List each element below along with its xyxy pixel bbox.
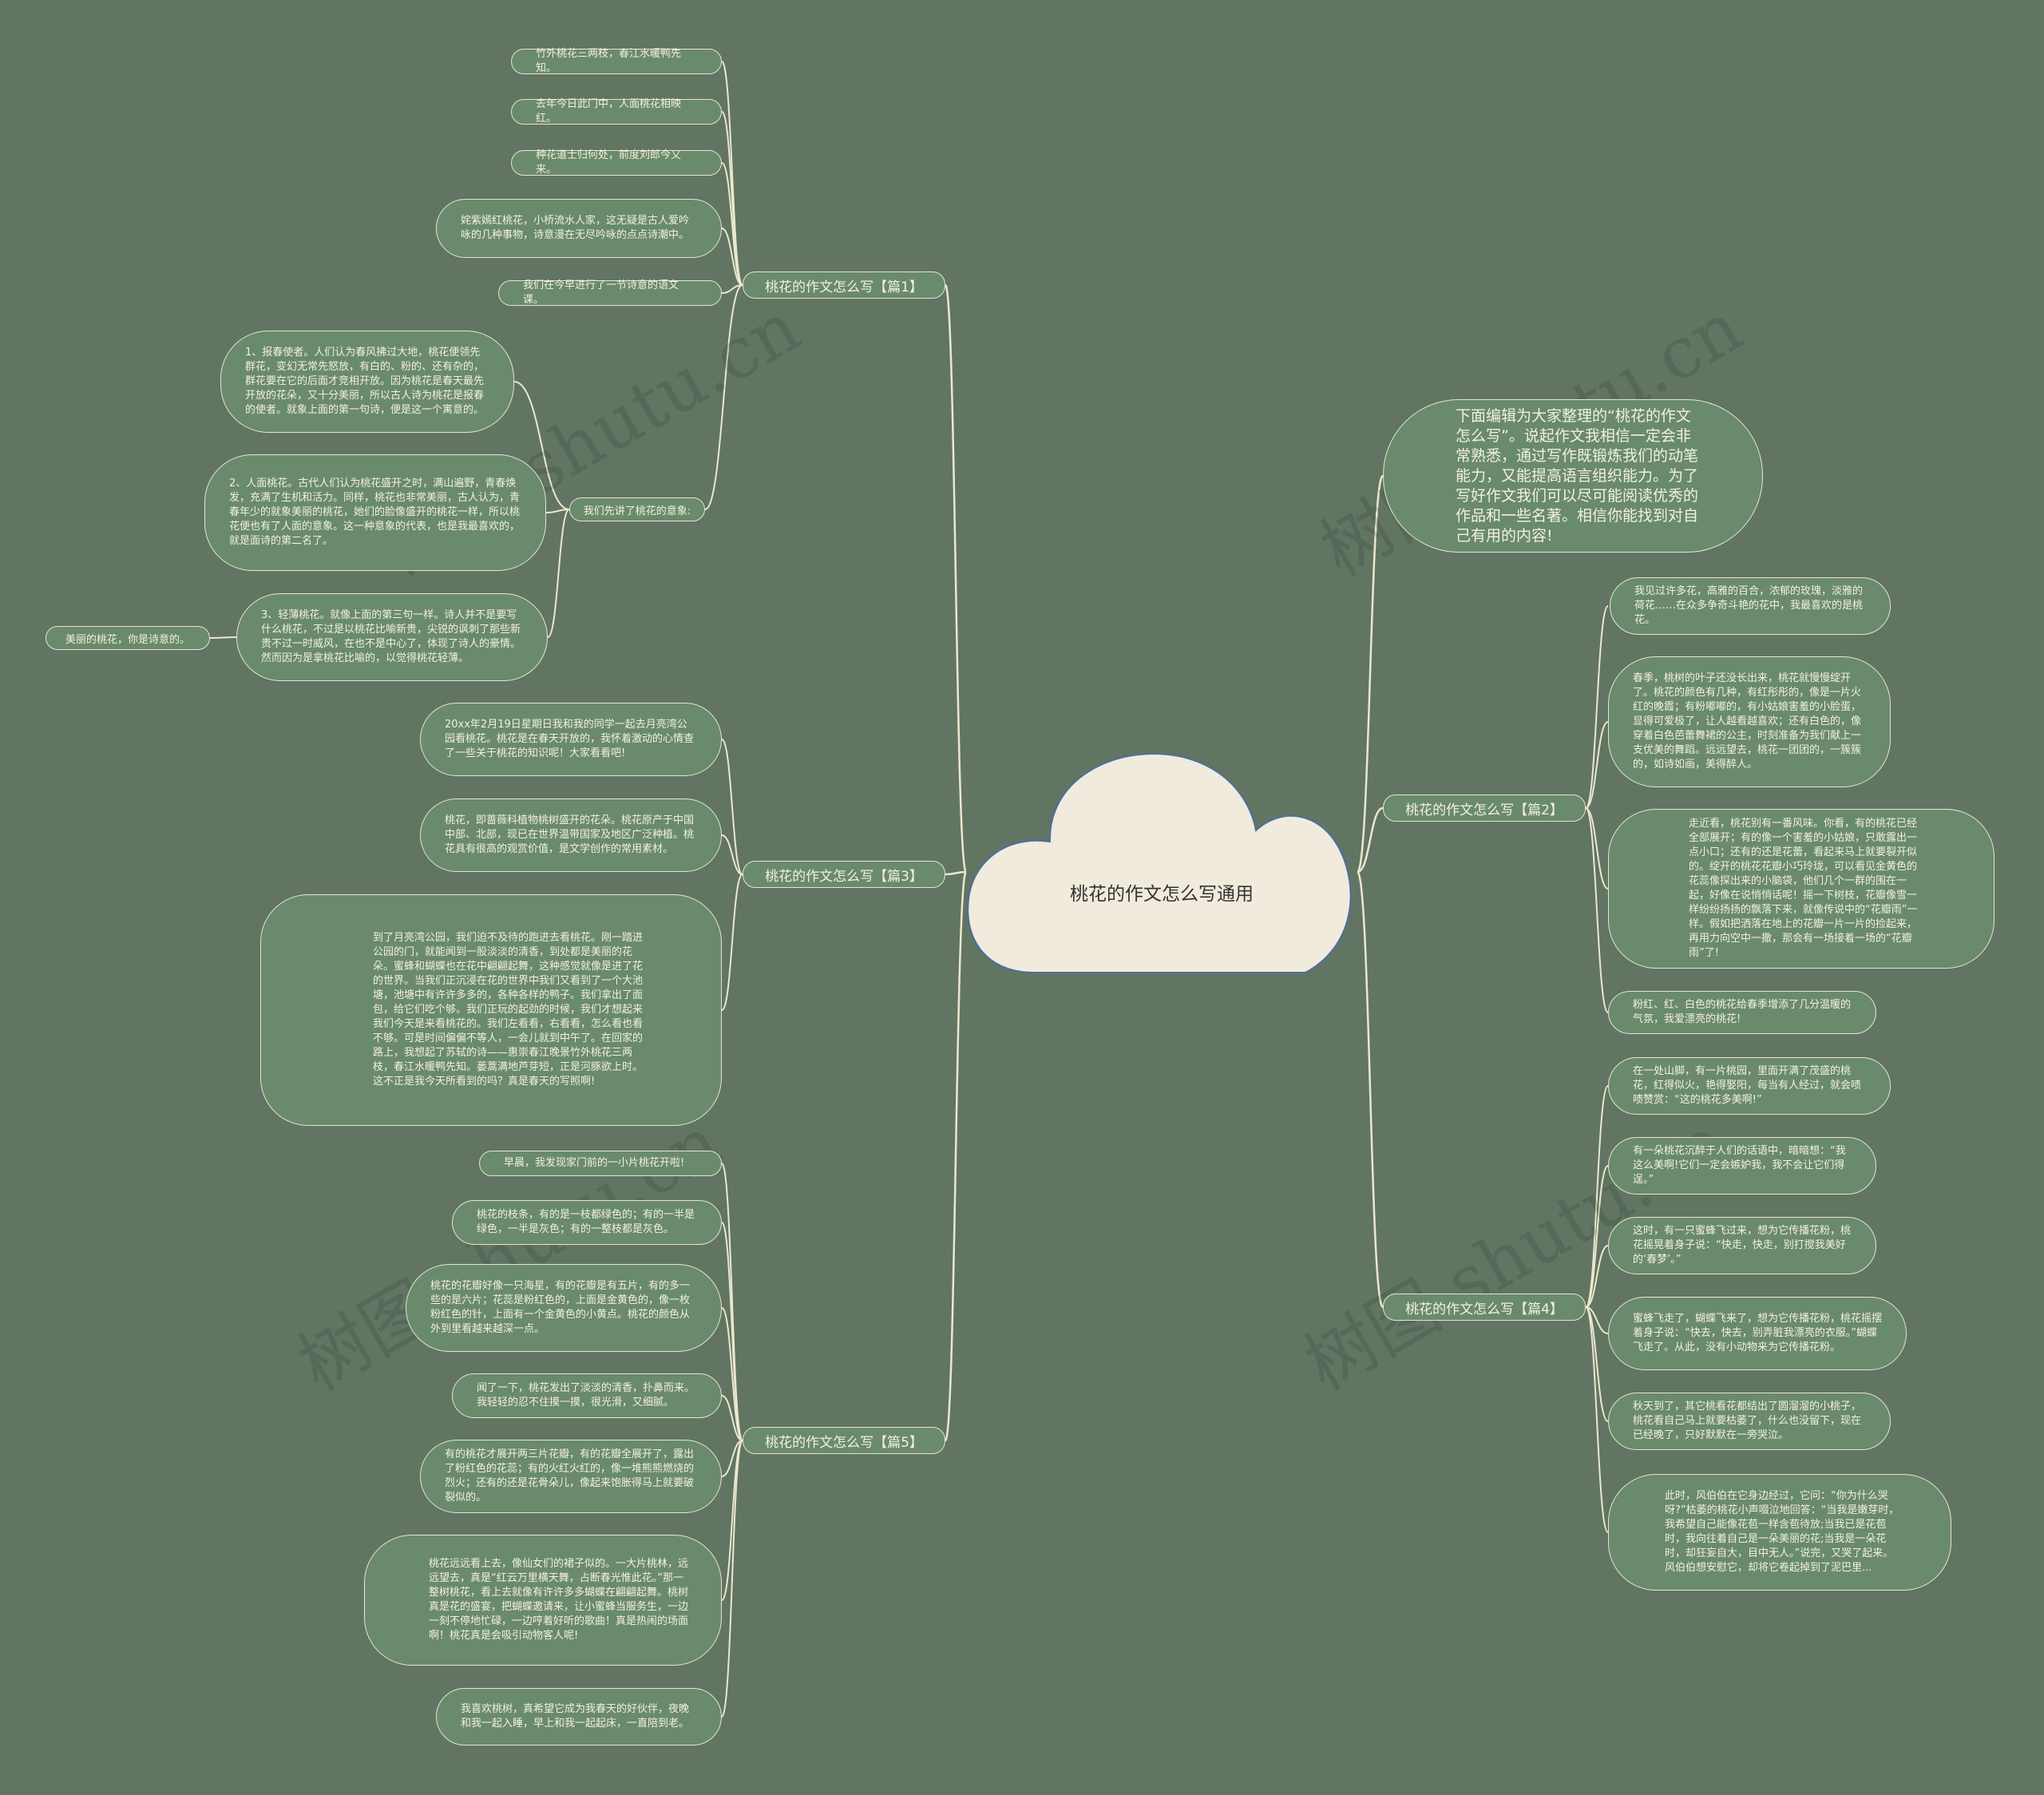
connector-line <box>1585 605 1609 809</box>
connector-line <box>945 870 967 876</box>
connector-line <box>721 1395 743 1441</box>
connector-line <box>1585 807 1609 890</box>
connector-line <box>721 1440 743 1601</box>
connector-line <box>721 874 743 1011</box>
list-item[interactable]: 我见过许多花，高雅的百合，浓郁的玫瑰，淡雅的荷花……在众多争奇斗艳的花中，我最喜… <box>1610 577 1891 635</box>
list-item[interactable]: 到了月亮湾公园，我们迫不及待的跑进去看桃花。刚一踏进公园的门，就能闻到一股淡淡的… <box>260 894 722 1126</box>
list-item[interactable]: 此时，风伯伯在它身边经过，它问：“你为什么哭呀?”枯萎的桃花小声啜泣地回答：“当… <box>1608 1474 1951 1591</box>
connector-line <box>721 228 743 286</box>
connector-line <box>721 1440 743 1477</box>
connector-line <box>547 509 570 638</box>
intro-node[interactable]: 下面编辑为大家整理的“桃花的作文怎么写”。说起作文我相信一定会非常熟悉，通过写作… <box>1383 399 1763 553</box>
list-item[interactable]: 有的桃花才展开两三片花瓣，有的花瓣全展开了，露出了粉红色的花蕊；有的火红火红的，… <box>420 1440 722 1513</box>
list-item[interactable]: 2、人面桃花。古代人们认为桃花盛开之时，满山遍野，青春焕发，充满了生机和活力。同… <box>204 454 546 571</box>
list-item[interactable]: 桃花，即蔷薇科植物桃树盛开的花朵。桃花原产于中国中部、北部，现已在世界温带国家及… <box>420 798 722 872</box>
connector-line <box>721 284 743 294</box>
connector-line <box>1585 1306 1609 1422</box>
list-item[interactable]: 桃花远远看上去，像仙女们的裙子似的。一大片桃林，远远望去，真是“红云万里横天舞，… <box>364 1535 722 1666</box>
list-item[interactable]: 走近看，桃花别有一番风味。你看，有的桃花已经全部展开；有的像一个害羞的小姑娘，只… <box>1608 809 1994 969</box>
list-item[interactable]: 我们在今早进行了一节诗意的语文课。 <box>498 279 722 306</box>
list-item[interactable]: 有一朵桃花沉醉于人们的话语中，暗暗想：“我这么美啊!它们一定会嫉妒我，我不会让它… <box>1608 1137 1876 1195</box>
branch-4[interactable]: 桃花的作文怎么写【篇4】 <box>1383 1294 1586 1321</box>
connector-line <box>721 1440 743 1718</box>
list-item[interactable]: 20xx年2月19日星期日我和我的同学一起去月亮湾公园看桃花。桃花是在春天开放的… <box>420 703 722 776</box>
list-item[interactable]: 我喜欢桃树，真希望它成为我春天的好伙伴，夜晚和我一起入睡，早上和我一起起床，一直… <box>436 1688 722 1745</box>
connector-line <box>1356 870 1384 1309</box>
intro-text: 下面编辑为大家整理的“桃花的作文怎么写”。说起作文我相信一定会非常熟悉，通过写作… <box>1456 406 1699 545</box>
list-item[interactable]: 闻了一下，桃花发出了淡淡的清香，扑鼻而来。我轻轻的忍不住摸一摸，很光滑，又细腻。 <box>452 1373 722 1418</box>
connector-line <box>704 284 743 510</box>
list-item[interactable]: 去年今日此门中，人面桃花相映红。 <box>511 98 722 125</box>
branch-3[interactable]: 桃花的作文怎么写【篇3】 <box>743 861 945 888</box>
list-item[interactable]: 桃花的花瓣好像一只海星，有的花瓣是有五片，有的多一些的是六片；花蕊是粉红色的，上… <box>406 1264 722 1352</box>
connector-line <box>721 739 743 875</box>
branch-5[interactable]: 桃花的作文怎么写【篇5】 <box>743 1427 945 1454</box>
list-item[interactable]: 姹紫嫣红桃花，小桥流水人家，这无疑是古人爱吟咏的几种事物，诗意漫在无尽吟咏的点点… <box>436 199 722 258</box>
connector-line <box>721 1222 743 1441</box>
branch-2[interactable]: 桃花的作文怎么写【篇2】 <box>1383 794 1586 822</box>
list-item[interactable]: 秋天到了，其它桃看花都结出了圆溜溜的小桃子，桃花看自己马上就要枯萎了，什么也没留… <box>1608 1393 1891 1450</box>
connector-line <box>1585 1306 1609 1533</box>
connector-line <box>1585 1165 1609 1308</box>
branch-1[interactable]: 桃花的作文怎么写【篇1】 <box>743 271 945 299</box>
list-item[interactable]: 竹外桃花三两枝，春江水暖鸭先知。 <box>511 48 722 74</box>
connector-line <box>1585 1245 1609 1308</box>
list-item[interactable]: 粉红、红、白色的桃花给春季增添了几分温暖的气氛，我爱漂亮的桃花! <box>1608 991 1876 1034</box>
sub-branch-imagery[interactable]: 我们先讲了桃花的意象: <box>569 497 705 521</box>
center-title[interactable]: 桃花的作文怎么写通用 <box>1070 884 1254 905</box>
list-item[interactable]: 桃花的枝条，有的是一枝都绿色的；有的一半是绿色，一半是灰色；有的一整枝都是灰色。 <box>452 1200 722 1245</box>
connector-line <box>721 61 743 286</box>
connector-line <box>1356 474 1384 874</box>
connector-line <box>944 283 968 874</box>
connector-line <box>721 162 743 286</box>
list-item[interactable]: 春季，桃树的叶子还没长出来，桃花就慢慢绽开了。桃花的颜色有几种，有红彤彤的，像是… <box>1608 656 1891 787</box>
connector-line <box>1585 1306 1609 1334</box>
center-cloud-icon <box>967 752 1352 973</box>
connector-line <box>721 1307 743 1441</box>
connector-line <box>721 1163 743 1441</box>
connector-line <box>513 381 570 510</box>
list-item[interactable]: 1、报春使者。人们认为春风拂过大地，桃花便领先群花，变幻无常先怒放，有白的、粉的… <box>220 331 514 433</box>
list-item[interactable]: 种花道士归何处，前度刘郎今又来。 <box>511 149 722 176</box>
list-item[interactable]: 在一处山脚，有一片桃园，里面开满了茂盛的桃花，红得似火，艳得娶阳，每当有人经过，… <box>1608 1057 1891 1115</box>
connector-line <box>1585 807 1609 1013</box>
list-item[interactable]: 这时，有一只蜜蜂飞过来，想为它传播花粉，桃花摇晃着身子说：“快走，快走，别打搅我… <box>1608 1217 1876 1274</box>
leaf-extra[interactable]: 美丽的桃花，你是诗意的。 <box>46 626 210 650</box>
connector-line <box>545 509 570 513</box>
connector-line <box>1585 721 1609 809</box>
connector-line <box>721 834 743 875</box>
connector-line <box>209 636 237 639</box>
connector-line <box>944 870 968 1442</box>
connector-line <box>1357 806 1384 874</box>
list-item[interactable]: 3、轻薄桃花。就像上面的第三句一样。诗人并不是要写什么桃花，不过是以桃花比喻新贵… <box>236 593 548 681</box>
connector-line <box>1585 1085 1609 1308</box>
list-item[interactable]: 早晨，我发现家门前的一小片桃花开啦! <box>479 1151 722 1176</box>
list-item[interactable]: 蜜蜂飞走了，蝴蝶飞来了，想为它传播花粉，桃花摇摆着身子说：“快去，快去，别弄脏我… <box>1608 1297 1907 1370</box>
